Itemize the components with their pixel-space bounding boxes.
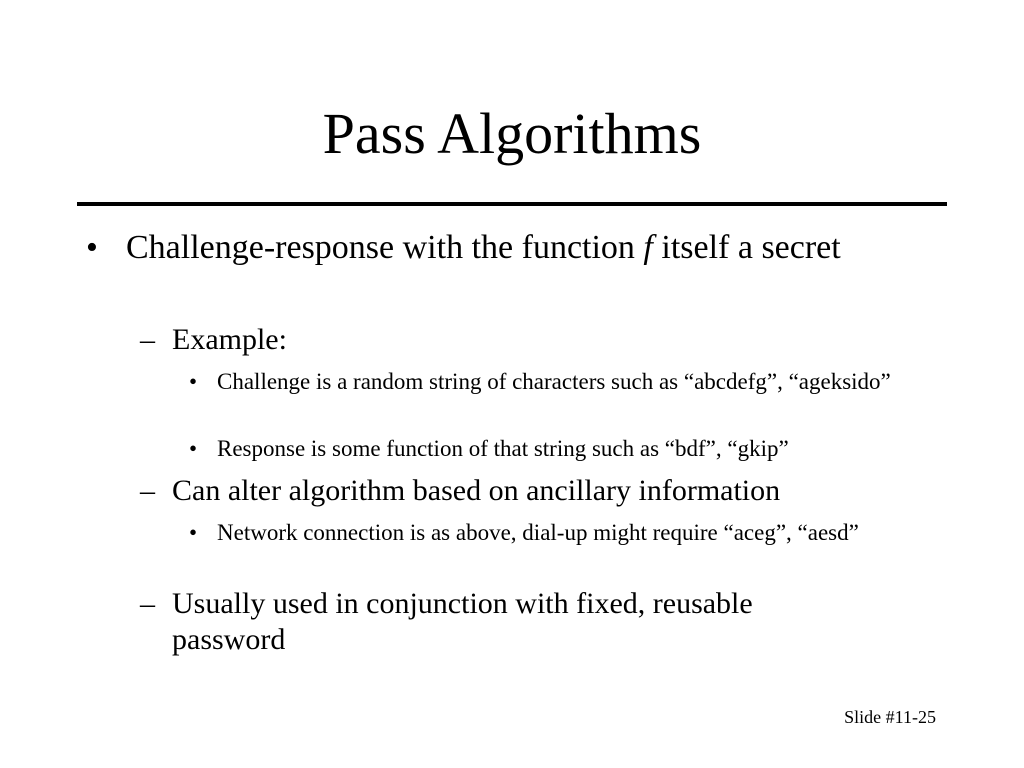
bullet-marker: • xyxy=(189,369,198,394)
bullet-text: Response is some function of that string… xyxy=(217,436,789,461)
bullet-text: Challenge-response with the function f i… xyxy=(126,226,871,270)
bullet-level2-usually: – Usually used in conjunction with fixed… xyxy=(140,586,852,658)
bullet-text-part: itself a secret xyxy=(652,229,841,266)
bullet-level3-response: • Response is some function of that stri… xyxy=(189,435,937,462)
dash-marker: – xyxy=(140,587,155,620)
function-f-italic: f xyxy=(643,229,653,266)
slide-number: Slide #11-25 xyxy=(844,707,936,727)
bullet-text: Challenge is a random string of characte… xyxy=(217,369,891,394)
bullet-marker: • xyxy=(189,436,198,461)
dash-marker: – xyxy=(140,474,155,507)
bullet-marker: • xyxy=(86,229,98,266)
bullet-level2-alter: – Can alter algorithm based on ancillary… xyxy=(140,473,872,509)
bullet-text: Can alter algorithm based on ancillary i… xyxy=(172,474,781,507)
slide-title: Pass Algorithms xyxy=(322,101,702,166)
bullet-level1: • Challenge-response with the function f… xyxy=(86,226,886,270)
bullet-level3-challenge: • Challenge is a random string of charac… xyxy=(189,368,937,395)
bullet-text-part: Challenge-response with the function xyxy=(126,229,644,266)
bullet-text: Usually used in conjunction with fixed, … xyxy=(172,587,753,656)
title-divider xyxy=(77,202,947,206)
bullet-text: Network connection is as above, dial-up … xyxy=(217,520,859,545)
bullet-level3-network: • Network connection is as above, dial-u… xyxy=(189,519,937,546)
bullet-marker: • xyxy=(189,520,198,545)
dash-marker: – xyxy=(140,323,155,356)
bullet-text: Example: xyxy=(172,323,287,356)
bullet-level2-example: – Example: xyxy=(140,322,872,358)
